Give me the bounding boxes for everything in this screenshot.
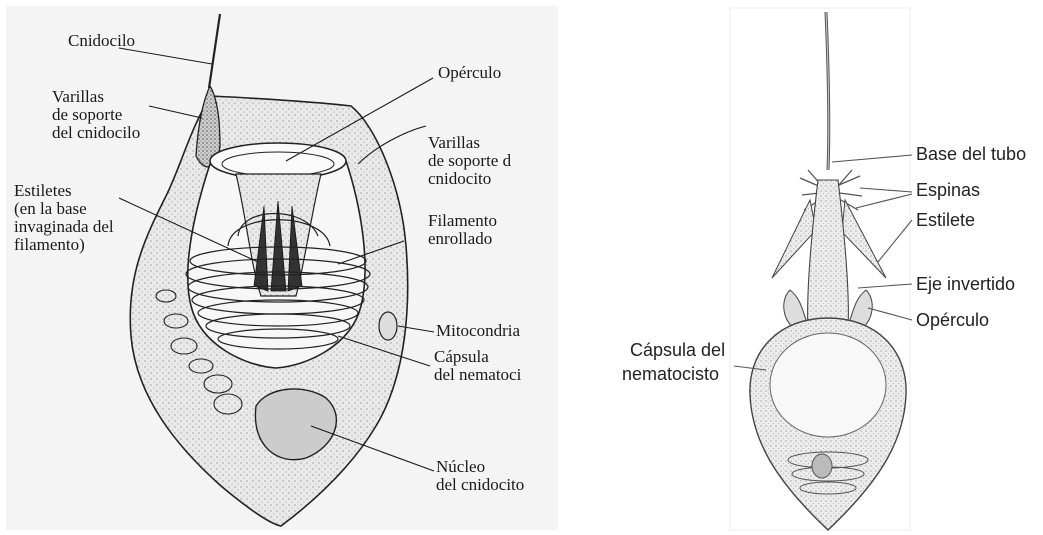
label-eje-invertido: Eje invertido <box>916 274 1015 294</box>
label-varillas-cnidocito-1: Varillas <box>428 133 480 152</box>
label-nucleo-2: del cnidocito <box>436 475 524 494</box>
label-filamento-2: enrollado <box>428 229 492 248</box>
label-nucleo-1: Núcleo <box>436 457 485 476</box>
label-estiletes-3: invaginada del <box>14 217 114 236</box>
label-operculo: Opérculo <box>438 63 501 82</box>
label-mitocondria: Mitocondria <box>436 321 520 340</box>
label-espinas: Espinas <box>916 180 980 200</box>
label-varillas-cnidocito-2: de soporte d <box>428 151 512 170</box>
label-varillas-cnidocilo-3: del cnidocilo <box>52 123 140 142</box>
nematocyst-diagram-panel: Base del tubo Espinas Estilete Eje inver… <box>560 0 1043 535</box>
label-capsula-2: del nematoci <box>434 365 522 384</box>
cnidocil <box>209 14 220 88</box>
label-estilete: Estilete <box>916 210 975 230</box>
label-capsula-1: Cápsula del <box>630 340 725 360</box>
label-varillas-cnidocito-3: cnidocito <box>428 169 491 188</box>
label-operculo: Opérculo <box>916 310 989 330</box>
label-estiletes-1: Estiletes <box>14 181 72 200</box>
mitochondrion <box>379 312 397 340</box>
label-base-tubo: Base del tubo <box>916 144 1026 164</box>
label-varillas-cnidocilo-2: de soporte <box>52 105 122 124</box>
capsule-inner <box>770 333 886 437</box>
label-varillas-cnidocilo-1: Varillas <box>52 87 104 106</box>
cnidocyte-diagram: Cnidocilo Varillas de soporte del cnidoc… <box>6 6 558 530</box>
label-capsula-1: Cápsula <box>434 347 489 366</box>
label-estiletes-2: (en la base <box>14 199 87 218</box>
cnidocyte-diagram-panel: Cnidocilo Varillas de soporte del cnidoc… <box>6 6 558 530</box>
label-filamento-1: Filamento <box>428 211 497 230</box>
label-estiletes-4: filamento) <box>14 235 85 254</box>
label-capsula-2: nematocisto <box>622 364 719 384</box>
label-cnidocilo: Cnidocilo <box>68 31 135 50</box>
nematocyst-diagram: Base del tubo Espinas Estilete Eje inver… <box>560 0 1043 535</box>
